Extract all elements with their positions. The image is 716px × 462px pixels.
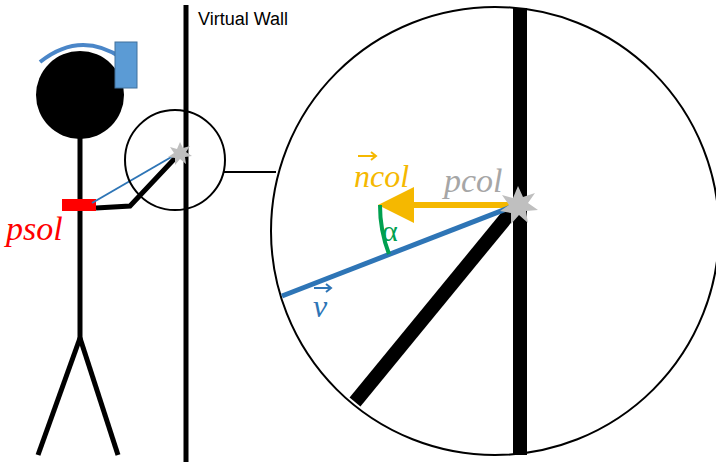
vector-line [282,206,514,296]
normal-arrow [384,202,512,208]
collision-star [168,142,192,165]
virtual-wall [513,8,527,455]
leg [80,338,118,455]
collision-star [500,186,538,224]
zoom-line [224,171,276,173]
headset-visor [115,42,137,88]
point-label: pcol [444,164,503,198]
body [78,138,83,340]
point-label: psol [6,212,63,246]
angle-label: α [382,216,398,246]
head [36,51,124,139]
vector-accent [358,155,375,157]
virtual-wall [184,5,189,462]
arm [96,155,178,208]
leg [38,338,80,455]
headset-strap [40,45,122,62]
normal-label: ncol [354,160,409,192]
vector-label: v [313,290,327,322]
vector-accent [371,152,376,160]
zoom-circle [125,110,225,210]
solar-plexus-marker [62,199,96,211]
wall-label: Virtual Wall [198,10,288,28]
vector-accent [314,287,330,289]
zoom-circle [271,7,716,455]
vector-line [92,152,180,203]
